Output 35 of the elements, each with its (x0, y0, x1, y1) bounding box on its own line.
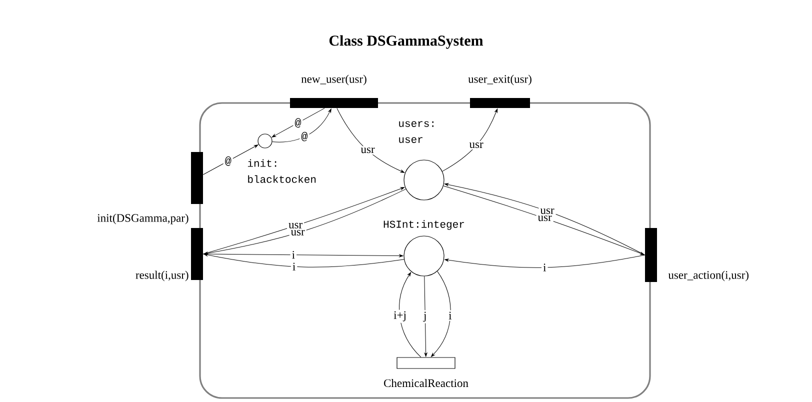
arc (336, 108, 405, 173)
node-label: user_action(i,usr) (668, 270, 748, 282)
node-label: ChemicalReaction (384, 378, 468, 388)
arc-label: usr (538, 206, 556, 216)
arc-label: j (422, 310, 428, 324)
arc-label: @ (223, 154, 233, 168)
arc-label: @ (293, 116, 303, 130)
arc (204, 253, 404, 268)
arc-label: i (447, 310, 454, 321)
node-label: users: user (399, 121, 434, 143)
arc (202, 144, 258, 175)
arc (444, 254, 646, 268)
arc (399, 272, 422, 358)
arc-label: usr (536, 214, 554, 223)
node-label: init: blacktocken (248, 159, 316, 183)
node-label: HSInt:integer (384, 220, 464, 230)
arc (424, 276, 428, 357)
arc (272, 108, 325, 138)
arc (442, 108, 498, 172)
arc-label: i (542, 262, 548, 273)
arc (272, 108, 332, 142)
arc-label: i (290, 261, 298, 272)
arc-label: i (290, 250, 297, 260)
node-label: user_exit(usr) (468, 74, 532, 86)
arc-label: usr (468, 141, 485, 150)
node-label: new_user(usr) (301, 74, 366, 86)
title: Class DSGammaSystem (329, 35, 484, 49)
arc-label: @ (300, 130, 310, 143)
arc-label: usr (287, 221, 304, 230)
arc-label: i+j (392, 310, 408, 323)
node-label: init(DSGamma,par) (97, 214, 188, 224)
node-label: result(i,usr) (136, 270, 188, 282)
arc-label: usr (359, 146, 376, 155)
arc (202, 254, 404, 258)
arc (430, 271, 451, 357)
